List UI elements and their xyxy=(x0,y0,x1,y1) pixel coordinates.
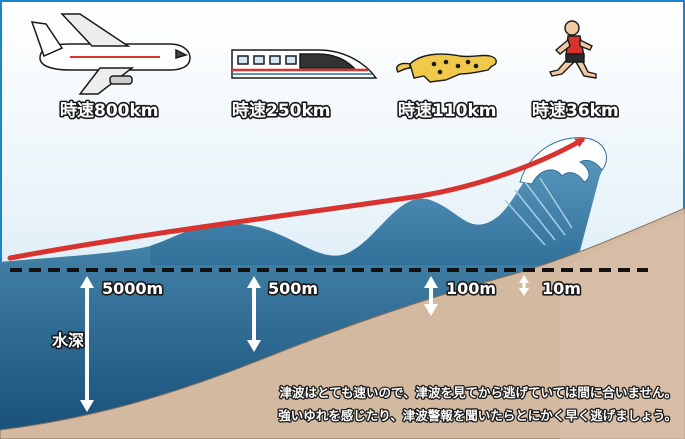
note-line-2: 強いゆれを感じたり、津波警報を聞いたらとにかく早く逃げましょう。 xyxy=(278,408,677,423)
wave-highlight xyxy=(150,147,603,265)
airplane-icon xyxy=(30,13,191,95)
speed-trend-arrow xyxy=(7,137,586,261)
seabed xyxy=(0,207,685,439)
speed-label-runner: 時速36km xyxy=(532,100,619,121)
speed-label-bullet-train: 時速250km xyxy=(232,100,331,121)
depth-label-5000m: 5000m xyxy=(102,279,163,298)
cheetah-icon xyxy=(396,53,497,83)
note-line-1: 津波はとても速いので、津波を見てから逃げていては間に合いません。 xyxy=(279,385,677,400)
depth-arrow-500m xyxy=(247,276,261,352)
depth-axis-label: 水深 xyxy=(52,331,84,350)
wave-crest-streaks xyxy=(504,177,573,246)
depth-label-500m: 500m xyxy=(268,279,318,298)
depth-arrow-10m xyxy=(519,275,529,296)
depth-label-100m: 100m xyxy=(446,279,496,298)
depth-label-10m: 10m xyxy=(542,279,581,298)
speed-label-cheetah: 時速110km xyxy=(398,100,497,121)
depth-arrow-5000m xyxy=(80,276,94,412)
runner-icon xyxy=(548,20,597,79)
speed-label-airplane: 時速800km xyxy=(60,100,159,121)
bullet-train-icon xyxy=(231,49,378,79)
depth-arrow-100m xyxy=(424,276,438,316)
